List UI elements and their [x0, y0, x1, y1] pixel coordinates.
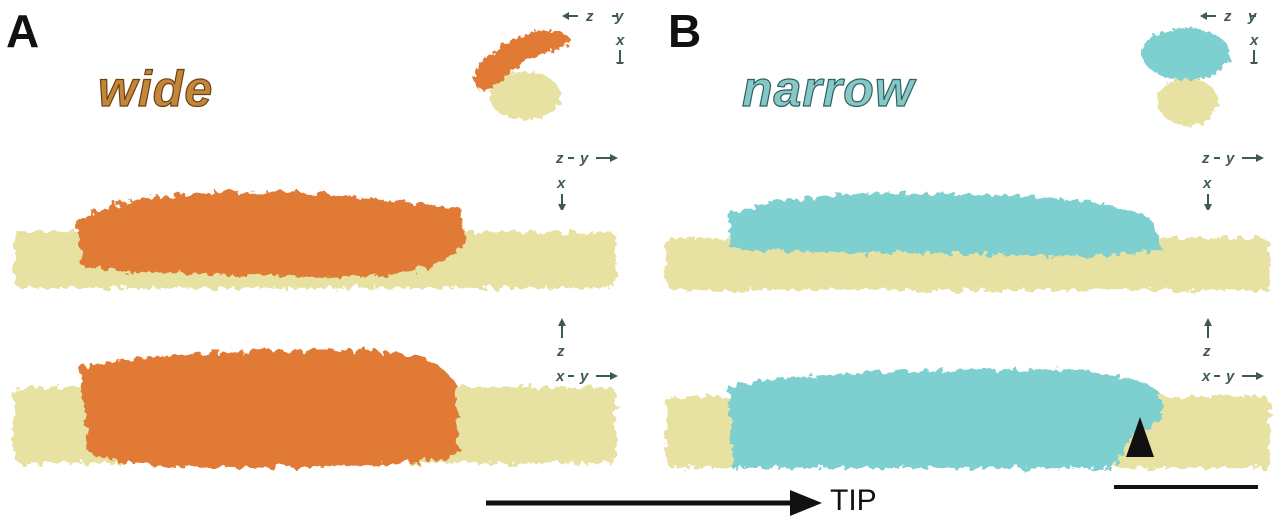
axis-label-y: y [579, 150, 589, 167]
panel-b-title: narrow [741, 61, 915, 117]
axis-label-y: y [614, 8, 624, 25]
panel-b-end-view-axes: z y x [1200, 8, 1259, 64]
panel-b-top-view-axes: z x y [1201, 318, 1264, 385]
narrow-protein-side [728, 193, 1162, 256]
axis-label-z: z [1202, 343, 1211, 360]
panel-letter-b: B [668, 5, 702, 57]
axis-label-x: x [555, 368, 565, 385]
wide-protein-end-blob [473, 29, 571, 90]
axis-label-z: z [1223, 8, 1232, 25]
axis-label-y: y [1225, 150, 1235, 167]
panel-a-top-view-axes: z x y [555, 318, 618, 385]
panel-b-top-view-render [666, 369, 1270, 468]
wide-protein-side [76, 191, 466, 277]
axis-label-x: x [1201, 368, 1211, 385]
panel-letter-a: A [6, 5, 40, 57]
axis-label-z: z [556, 343, 565, 360]
panel-a-side-view-render [14, 191, 616, 288]
axis-label-y: y [1247, 8, 1257, 25]
panel-b-side-view-axes: z y x [1201, 150, 1264, 210]
axis-label-x: x [1249, 32, 1259, 49]
panel-a-top-view-render [14, 350, 616, 468]
scale-bar [1114, 485, 1258, 489]
microtubule-end-blob [1158, 78, 1218, 126]
axis-label-x: x [615, 32, 625, 49]
panel-a-end-view-axes: z y x [562, 8, 625, 64]
arrowhead-marker-icon [1126, 417, 1154, 457]
wide-protein-top [80, 350, 458, 468]
panel-a-end-view-render [473, 29, 571, 120]
axis-label-z: z [585, 8, 594, 25]
axis-label-y: y [1225, 368, 1235, 385]
tip-direction-arrow-icon [486, 490, 822, 516]
narrow-protein-top [728, 369, 1162, 468]
panel-a-side-view-axes: z y x [555, 150, 618, 210]
panel-a-title: wide [97, 61, 214, 117]
axis-label-y: y [579, 368, 589, 385]
axis-label-x: x [1202, 175, 1212, 192]
microtubule-end-blob [489, 72, 561, 120]
narrow-protein-end-blob [1142, 28, 1230, 80]
axis-label-x: x [556, 175, 566, 192]
panel-b-side-view-render [666, 193, 1270, 290]
axis-label-z: z [1201, 150, 1210, 167]
axis-label-z: z [555, 150, 564, 167]
panel-b-end-view-render [1142, 28, 1230, 126]
tip-label: TIP [830, 484, 877, 517]
